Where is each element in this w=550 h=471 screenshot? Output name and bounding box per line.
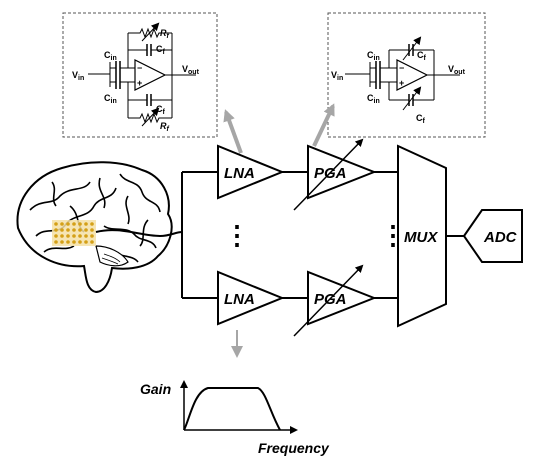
lna-opamp-minus: − <box>137 63 142 73</box>
electrode-dot <box>60 240 64 244</box>
lna-cin-bottom-capacitor <box>110 75 135 89</box>
lna-rf-bottom-resistor <box>128 107 172 127</box>
frequency-response-plot: Gain Frequency <box>140 380 330 456</box>
electrode-dot <box>72 228 76 232</box>
electrode-dot <box>60 222 64 226</box>
adc-block: ADC <box>462 209 523 263</box>
lna-cf-bottom-capacitor <box>128 94 172 106</box>
electrode-dot <box>66 228 70 232</box>
electrode-dot <box>84 228 88 232</box>
pga-cin-bottom-label: Cin <box>367 93 380 105</box>
lna-cf-bottom-label: Cf <box>156 104 166 116</box>
electrode-array <box>52 220 96 246</box>
pga-cf-top-label: Cf <box>417 50 427 62</box>
electrode-dot <box>84 240 88 244</box>
pga-vin-label: Vin <box>331 70 343 82</box>
lna-cf-top-capacitor <box>128 44 172 56</box>
electrode-dot <box>78 222 82 226</box>
electrode-dot <box>90 240 94 244</box>
frequency-axis-label: Frequency <box>258 440 330 456</box>
lna-vout-label: Vout <box>182 64 200 76</box>
pga-cin-bottom-capacitor <box>370 75 397 89</box>
lna-cin-bottom-label: Cin <box>104 93 117 105</box>
electrode-dot <box>78 234 82 238</box>
lna-top-block: LNA <box>217 144 285 200</box>
channel-ellipsis-left: ⋮ <box>224 220 250 250</box>
electrode-dot <box>72 222 76 226</box>
electrode-dot <box>90 222 94 226</box>
lna-vin-label: Vin <box>72 70 84 82</box>
lna-opamp-plus: + <box>137 78 142 88</box>
electrode-dot <box>54 234 58 238</box>
pga-callout-arrow <box>312 103 335 147</box>
electrode-dot <box>84 222 88 226</box>
lna-cf-top-label: Cf <box>156 44 166 56</box>
pga-cin-top-capacitor <box>370 61 397 75</box>
electrode-dot <box>72 240 76 244</box>
pga-inset-border <box>327 12 486 138</box>
lna-callout-arrow <box>223 109 243 154</box>
pga-top-block: PGA <box>293 138 377 211</box>
lna-cin-top-capacitor <box>110 61 135 75</box>
electrode-dot <box>54 222 58 226</box>
adc-label: ADC <box>483 229 518 246</box>
electrode-dot <box>60 234 64 238</box>
lna-bottom-label: LNA <box>224 291 255 308</box>
pga-vout-label: Vout <box>448 64 466 76</box>
electrode-dot <box>90 234 94 238</box>
electrode-dot <box>54 228 58 232</box>
pga-opamp-symbol <box>396 59 429 91</box>
brain-illustration <box>16 161 183 294</box>
lna-top-label: LNA <box>224 165 255 182</box>
pga-opamp-plus: + <box>399 78 404 88</box>
electrode-dot <box>54 240 58 244</box>
lna-opamp-symbol <box>134 59 167 91</box>
lna-rf-bottom-label: Rf <box>160 121 170 133</box>
electrode-dot <box>66 222 70 226</box>
lna-circuit-inset: − + Vin Vout Cin <box>62 12 218 138</box>
pga-circuit-inset: − + Vin Vout Cin Cin Cf Cf <box>327 12 486 138</box>
pga-bottom-block: PGA <box>293 264 377 337</box>
gain-axis-label: Gain <box>140 381 171 397</box>
electrode-dot <box>60 228 64 232</box>
electrode-dot <box>78 240 82 244</box>
lna-rf-top-label: Rf <box>160 28 170 40</box>
signal-bus <box>181 171 464 299</box>
lna-inset-border <box>62 12 218 138</box>
lna-rf-top-resistor <box>128 22 172 42</box>
mux-block: MUX <box>397 144 447 328</box>
lna-bottom-block: LNA <box>217 270 285 326</box>
pga-cf-bottom-label: Cf <box>416 113 426 125</box>
pga-opamp-minus: − <box>399 63 404 73</box>
pga-cf-bottom-capacitor <box>389 86 434 111</box>
electrode-dot <box>78 228 82 232</box>
electrode-dot <box>90 228 94 232</box>
electrode-dot <box>66 240 70 244</box>
electrode-dot <box>72 234 76 238</box>
bandpass-curve <box>183 387 281 431</box>
pga-cin-top-label: Cin <box>367 50 380 62</box>
electrode-dot <box>84 234 88 238</box>
lna-cin-top-label: Cin <box>104 50 117 62</box>
electrode-dot <box>66 234 70 238</box>
pga-cf-top-capacitor <box>389 36 434 61</box>
mux-label: MUX <box>404 229 438 246</box>
